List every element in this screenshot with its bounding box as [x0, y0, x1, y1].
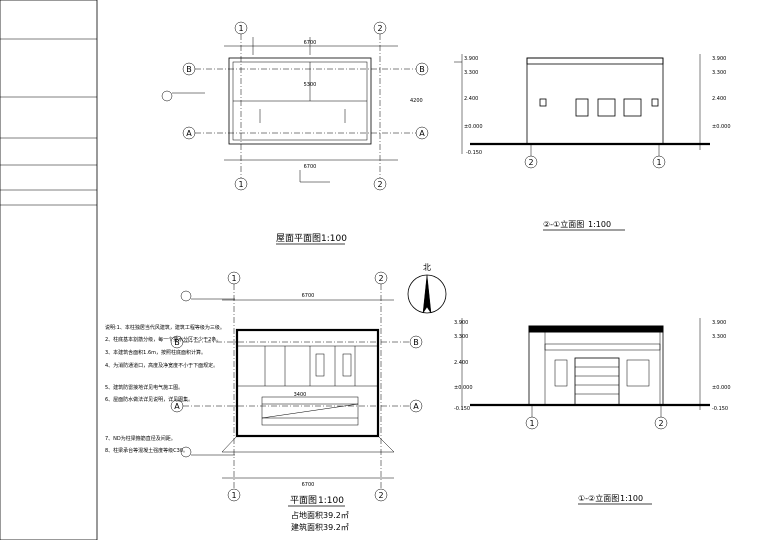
note-6: 6、屋面防水做法详见说明，详见图集。	[105, 396, 193, 403]
rear-level-0000-right: ±0.000	[712, 124, 731, 130]
plan-axis-b-right: B	[413, 338, 419, 347]
plan-dim-bottom: 6700	[302, 482, 315, 488]
front-level-3300-left: 3.300	[454, 334, 468, 340]
north-label: 北	[423, 263, 431, 272]
front-level-m150-right: -0.150	[712, 406, 728, 412]
roof-axis-1-top: 1	[238, 24, 243, 33]
plan-axis-1-bottom: 1	[231, 491, 236, 500]
general-notes: 说明:1、本柱独居当代风建筑，建筑工程等级为三级。 2、柱底基本割筋分级，每一个…	[105, 324, 225, 454]
north-arrow: 北	[407, 263, 447, 314]
rear-axis-2: 2	[528, 158, 533, 167]
note-4: 4、为消防通道口，高度及净宽度不小于下面规定。	[105, 362, 218, 369]
floor-plan-scale: 1:100	[318, 496, 344, 506]
roof-axis-2-top: 2	[377, 24, 382, 33]
note-2: 2、柱底基本割筋分级，每一个排水分区不少于2条。	[105, 336, 221, 343]
roof-plan: 1 2 1 2 B A B A 6700 6700 4200 5300 屋面平面…	[161, 21, 429, 245]
roof-dim-right: 4200	[410, 98, 423, 104]
plan-axis-a-right: A	[413, 402, 419, 411]
rear-elevation: 3.900 3.300 2.400 ±0.000 -0.150 3.900 3.…	[454, 54, 731, 231]
front-elevation-scale: 1:100	[620, 494, 643, 503]
front-level-2400-left: 2.400	[454, 360, 468, 366]
floor-plan: 1 2 1 2 B A B A 6700 6700 3400	[170, 271, 423, 532]
plan-axis-2-top: 2	[378, 274, 383, 283]
front-level-0000-left: ±0.000	[454, 385, 473, 391]
front-level-0000-right: ±0.000	[712, 385, 731, 391]
floor-plan-title: 平面图	[290, 495, 317, 506]
rear-level-3900-right: 3.900	[712, 56, 726, 62]
rear-level-m150-left: -0.150	[466, 150, 482, 156]
front-level-3900-left: 3.900	[454, 320, 468, 326]
roof-plan-scale: 1:100	[321, 234, 347, 244]
floor-area: 占地面积39.2㎡	[291, 510, 349, 520]
plan-axis-2-bottom: 2	[378, 491, 383, 500]
building-area: 建筑面积39.2㎡	[291, 522, 349, 532]
rear-level-3300-right: 3.300	[712, 70, 726, 76]
front-level-m150-left: -0.150	[454, 406, 470, 412]
roof-plan-title: 屋面平面图	[276, 233, 321, 244]
rear-axis-1: 1	[656, 158, 661, 167]
note-8: 8、柱梁承台等混凝土强度等级C30。	[105, 447, 188, 454]
note-5: 5、建筑防雷接地详见电气施工图。	[105, 384, 183, 391]
rear-level-2400-left: 2.400	[464, 96, 478, 102]
note-1: 说明:1、本柱独居当代风建筑，建筑工程等级为三级。	[105, 324, 225, 331]
rear-elevation-title: ②-①立面图	[543, 219, 584, 229]
roof-axis-2-bottom: 2	[377, 180, 382, 189]
rear-level-3300-left: 3.300	[464, 70, 478, 76]
plan-dim-top: 6700	[302, 293, 315, 299]
plan-axis-b-left: B	[174, 338, 180, 347]
title-block-strip	[0, 0, 98, 540]
roof-axis-a-left: A	[186, 129, 192, 138]
front-axis-2: 2	[658, 419, 663, 428]
roof-axis-a-right: A	[419, 129, 425, 138]
front-elevation-title: ①-②立面图	[578, 493, 619, 503]
front-level-3300-right: 3.300	[712, 334, 726, 340]
front-axis-1: 1	[529, 419, 534, 428]
plan-dim-mid: 3400	[294, 392, 307, 398]
front-elevation: 3.900 3.300 2.400 ±0.000 -0.150 3.900 3.…	[454, 318, 731, 505]
rear-level-3900-left: 3.900	[464, 56, 478, 62]
front-level-3900-right: 3.900	[712, 320, 726, 326]
rear-level-2400-right: 2.400	[712, 96, 726, 102]
plan-axis-1-top: 1	[231, 274, 236, 283]
plan-axis-a-left: A	[174, 402, 180, 411]
roof-axis-1-bottom: 1	[238, 180, 243, 189]
note-7: 7、ND为柱梁箍筋直径及间距。	[105, 435, 176, 442]
rear-elevation-scale: 1:100	[588, 220, 611, 229]
roof-dim-side: 5300	[304, 82, 317, 88]
note-3: 3、本建筑含面积1.6m，按照柱底面积计算。	[105, 349, 206, 356]
roof-dim-bottom: 6700	[304, 164, 317, 170]
roof-axis-b-left: B	[186, 65, 192, 74]
roof-axis-b-right: B	[419, 65, 425, 74]
rear-level-0000-left: ±0.000	[464, 124, 483, 130]
